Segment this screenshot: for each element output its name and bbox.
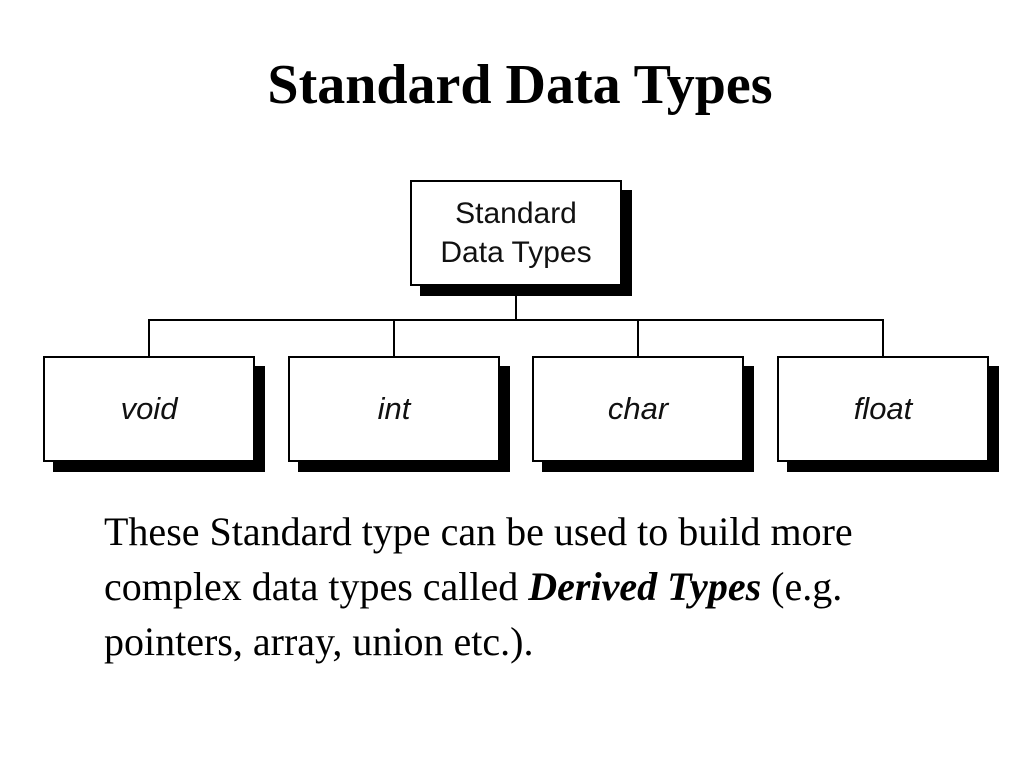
root-node-standard-data-types: Standard Data Types [410, 180, 622, 286]
child-node-char: char [532, 356, 744, 462]
child-node-label: float [853, 391, 913, 426]
child-node-label: void [120, 391, 178, 426]
description-space [657, 564, 667, 609]
child-node-void: void [43, 356, 255, 462]
root-node-label-line2: Data Types [440, 236, 592, 269]
slide-title: Standard Data Types [267, 54, 773, 116]
description-text-part2: (e.g. pointers, array, union etc.). [104, 564, 843, 664]
child-node-int: int [288, 356, 500, 462]
child-node-label: int [377, 391, 411, 426]
description-text-part1: These Standard type can be used to build… [104, 509, 853, 609]
connector-to-char [637, 319, 639, 357]
root-node-label-line1: Standard [455, 197, 577, 230]
child-node-float: float [777, 356, 989, 462]
connector-to-int [393, 319, 395, 357]
description-emphasis-derived: Derived [528, 564, 658, 609]
connector-to-void [148, 319, 150, 357]
description-emphasis-types: Types [667, 564, 762, 609]
child-node-label: char [607, 391, 669, 426]
description-paragraph: These Standard type can be used to build… [104, 504, 984, 669]
connector-horizontal-bar [148, 319, 884, 321]
connector-to-float [882, 319, 884, 357]
connector-root-stem [515, 286, 517, 320]
